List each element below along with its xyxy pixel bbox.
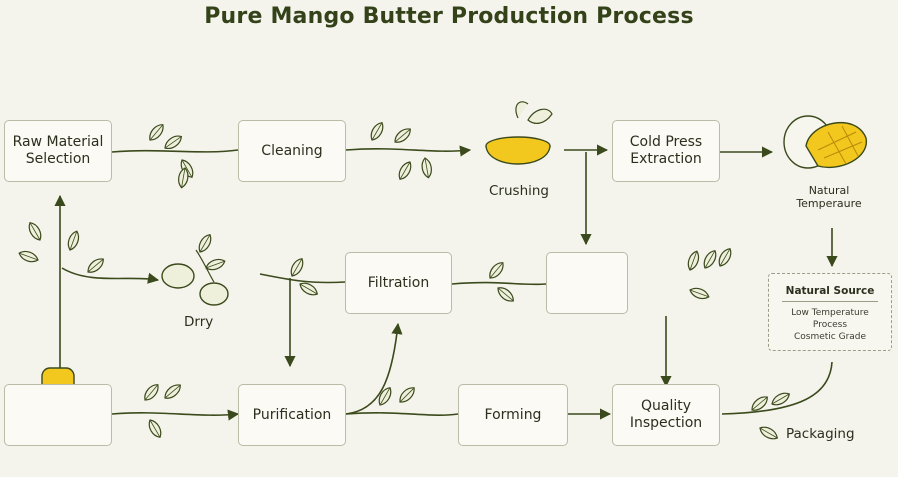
note-line: Process <box>812 320 848 330</box>
filtration-step: Filtration <box>345 252 452 314</box>
packaging-label: Packaging <box>786 426 855 442</box>
forming-step: Forming <box>458 384 568 446</box>
crushing-label: Crushing <box>489 183 549 199</box>
natural-temperature-label: Natural Temperaure <box>796 184 862 210</box>
diagram-title: Pure Mango Butter Production Process <box>204 4 694 29</box>
note-title: Natural Source <box>785 285 875 297</box>
mango-icon <box>783 115 867 169</box>
quality-inspection-step: Quality Inspection <box>612 384 720 446</box>
note-line: Cosmetic Grade <box>793 332 867 342</box>
note-divider <box>782 301 878 302</box>
mango-seeds-icon <box>161 231 229 306</box>
drry-label: Drry <box>184 314 214 330</box>
jar-box <box>546 252 628 314</box>
bowl-icon <box>485 101 553 165</box>
raw-material-selection-step: Raw Material Selection <box>4 120 112 182</box>
cleaning-step: Cleaning <box>238 120 346 182</box>
note-line: Low Temperature <box>791 308 869 318</box>
natural-source-note: Natural Source Low Temperature Process C… <box>768 273 892 351</box>
cold-press-extraction-step: Cold Press Extraction <box>612 120 720 182</box>
cup-box <box>4 384 112 446</box>
purification-step: Purification <box>238 384 346 446</box>
